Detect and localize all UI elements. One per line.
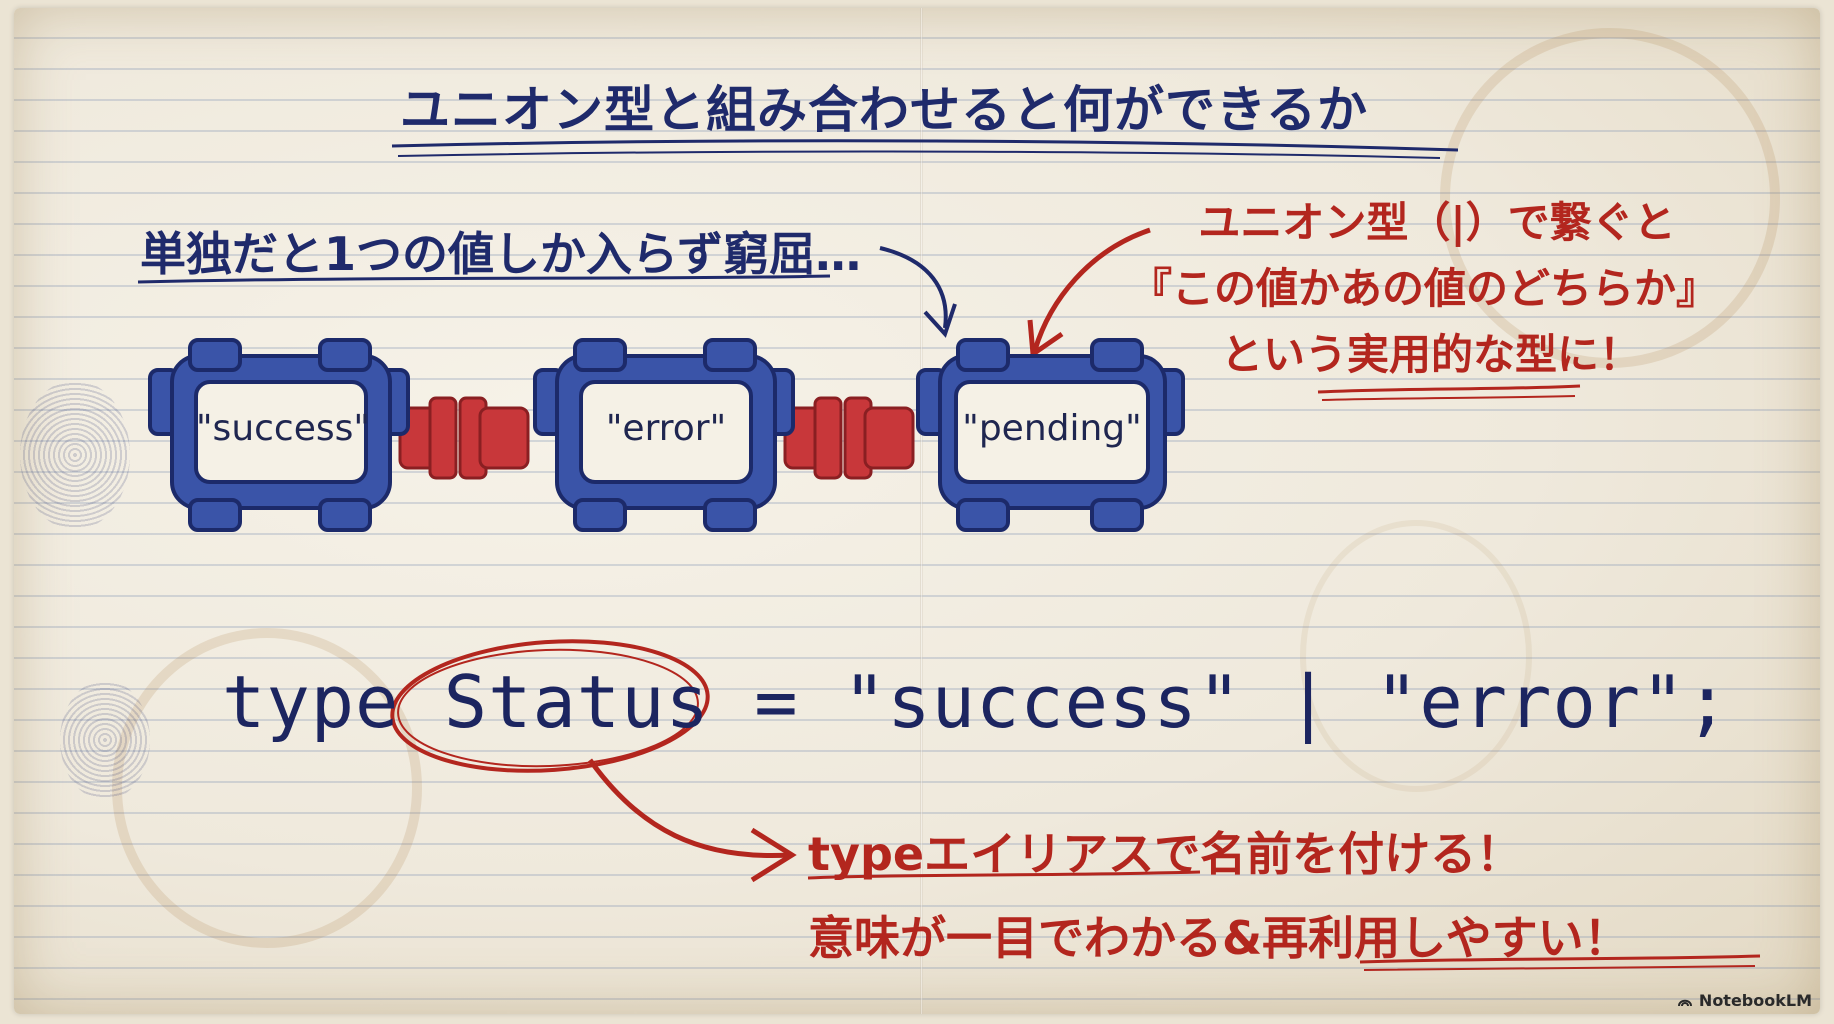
- chip-label: "error": [605, 408, 727, 449]
- arrowhead-icon: [750, 827, 797, 883]
- note-alias: typeエイリアスで名前を付ける！ 意味が一目でわかる&再利用しやすい！: [808, 812, 1630, 980]
- emphasis-underline: [1321, 395, 1576, 401]
- curved-arrow-icon: [587, 758, 791, 859]
- title-underline: [391, 139, 1459, 152]
- chip-label: "success": [196, 408, 370, 449]
- highlight-circle: [390, 639, 710, 773]
- code-type-name: Status: [443, 660, 710, 744]
- note-alias-line: 意味が一目でわかる&再利用しやすい！: [808, 911, 1630, 965]
- paper-fold: [920, 8, 923, 1014]
- badge-label: NotebookLM: [1698, 991, 1812, 1010]
- curved-arrow-icon: [879, 246, 948, 329]
- page-title: ユニオン型と組み合わせると何ができるか: [400, 81, 1368, 139]
- code-union-expression: = "success" | "error";: [754, 660, 1730, 744]
- code-keyword: type: [222, 660, 400, 744]
- union-connector: [783, 396, 915, 480]
- union-connector: [398, 396, 530, 480]
- emphasis-underline: [1363, 965, 1756, 971]
- note-union-line: ユニオン型（|）で繋ぐと: [1198, 198, 1676, 247]
- title-underline: [397, 150, 1441, 159]
- emphasis-underline: [1317, 384, 1581, 394]
- note-union-line: 『この値かあの値のどちらか』: [1130, 264, 1719, 313]
- type-chip-error: [533, 338, 795, 532]
- emphasis-underline: [807, 870, 1201, 880]
- notebooklm-logo-icon: [1677, 999, 1692, 1006]
- note-union: ユニオン型（|）で繋ぐと 『この値かあの値のどちらか』 という実用的な型に！: [1130, 190, 1718, 388]
- coffee-stain: [1300, 520, 1532, 792]
- note-underline: [137, 274, 831, 284]
- arrowhead-icon: [923, 303, 957, 338]
- notebooklm-badge: NotebookLM: [1677, 991, 1812, 1010]
- fingerprint-smudge: [20, 380, 130, 530]
- note-alias-line: typeエイリアスで名前を付ける！: [808, 827, 1523, 881]
- type-chip-success: [148, 338, 410, 532]
- note-union-line: という実用的な型に！: [1221, 330, 1642, 379]
- coffee-stain: [1440, 28, 1780, 368]
- type-chip-pending: [916, 338, 1185, 532]
- emphasis-underline: [1359, 954, 1761, 964]
- highlight-circle: [397, 648, 699, 768]
- curved-arrow-icon: [1032, 227, 1151, 351]
- fingerprint-smudge: [60, 680, 150, 800]
- coffee-stain: [112, 628, 422, 948]
- note-single-value: 単独だと1つの値しか入らず窮屈…: [140, 227, 862, 281]
- code-snippet: type Status = "success" | "error";: [222, 660, 1730, 744]
- chip-label: "pending": [962, 408, 1142, 449]
